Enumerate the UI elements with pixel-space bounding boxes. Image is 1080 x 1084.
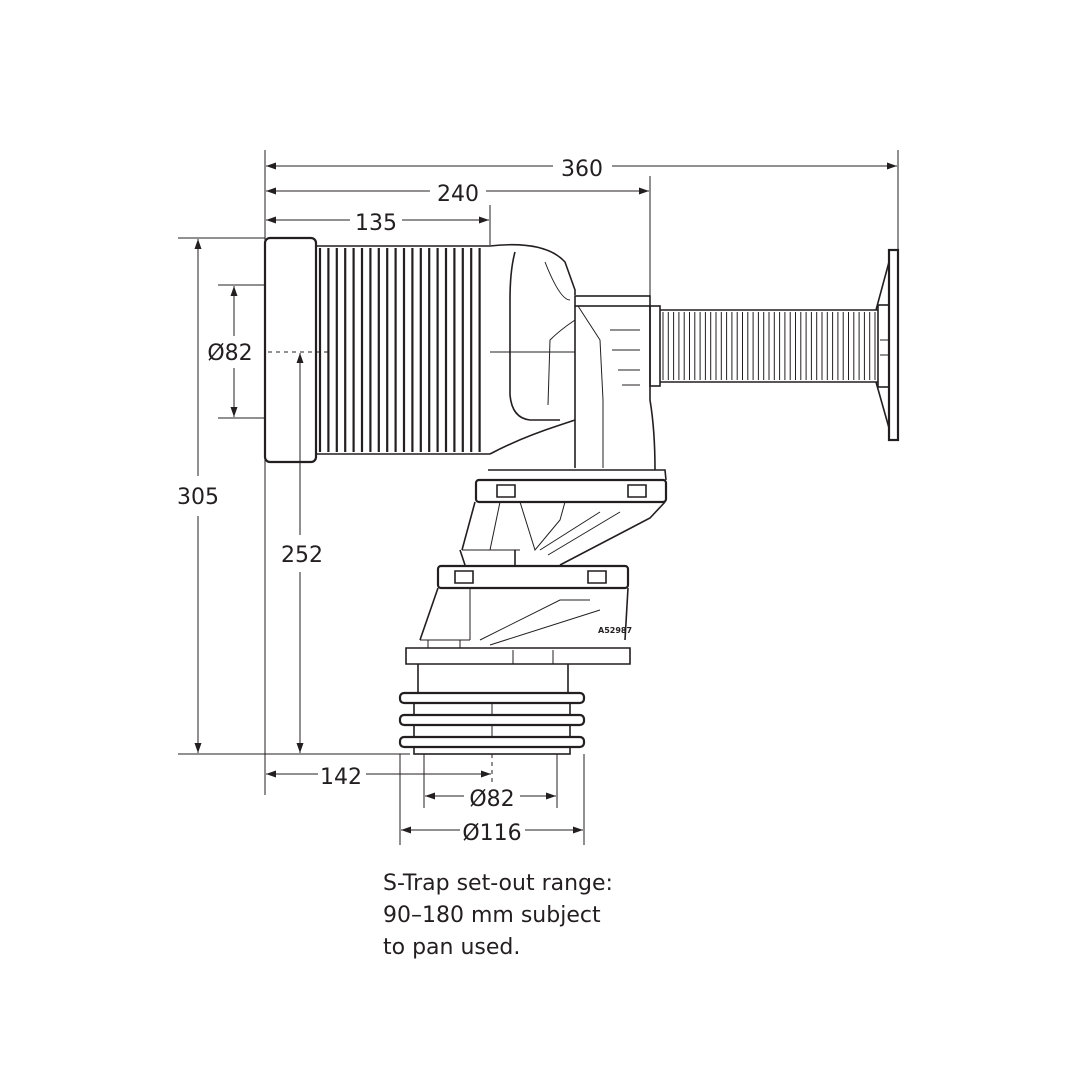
note-line: to pan used. <box>383 935 521 960</box>
pan-connector-drawing: A52987 <box>263 236 900 755</box>
note-line: 90–180 mm subject <box>383 903 601 928</box>
dimension-lines <box>178 150 899 845</box>
dim-360-label: 360 <box>561 157 603 182</box>
dim-240-label: 240 <box>437 182 479 207</box>
dim-142-label: 142 <box>320 765 362 790</box>
outlet-fins <box>398 691 586 755</box>
dim-305-label: 305 <box>177 485 219 510</box>
part-code-label: A52987 <box>598 626 632 635</box>
wall-bellows <box>660 309 878 383</box>
dim-inlet-diameter-label: Ø82 <box>207 341 252 366</box>
note-line: S-Trap set-out range: <box>383 871 613 896</box>
set-out-note: S-Trap set-out range: 90–180 mm subject … <box>383 868 703 964</box>
dim-252-label: 252 <box>281 543 323 568</box>
dim-outlet-outer-diameter-label: Ø116 <box>462 821 521 846</box>
dim-outlet-inner-diameter-label: Ø82 <box>469 787 514 812</box>
inlet-bellows <box>316 245 490 455</box>
dim-135-label: 135 <box>355 211 397 236</box>
